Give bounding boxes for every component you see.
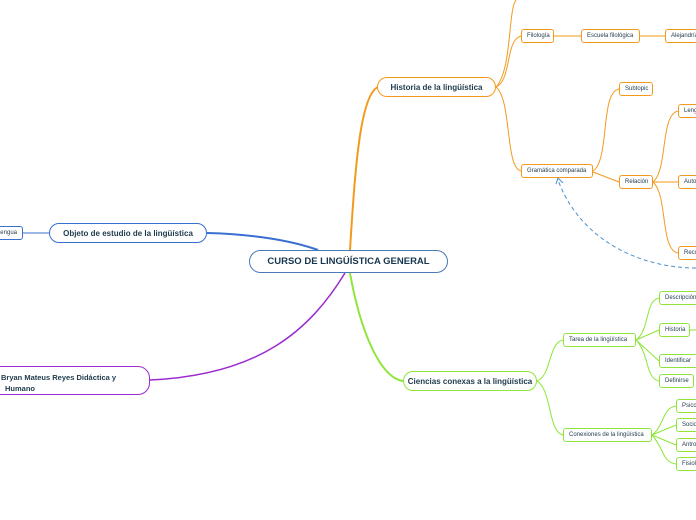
topic-escuela-filologica[interactable]: Escuela filológica (581, 29, 640, 43)
topic-relacion[interactable]: Relación (619, 175, 653, 189)
topic-subtopic[interactable]: Subtopic (619, 82, 653, 96)
topic-author[interactable]: Bryan Mateus Reyes Didáctica y Humano (0, 366, 150, 395)
topic-lengua-historia[interactable]: Lengua (678, 104, 696, 118)
topic-objeto-estudio[interactable]: Objeto de estudio de la lingüística (49, 223, 207, 243)
topic-antropologia[interactable]: Antropología (676, 438, 696, 452)
author-line-2: Humano (5, 384, 35, 393)
topic-descripcion[interactable]: Descripción (659, 291, 696, 305)
topic-lengua-objeto[interactable]: Lengua (0, 226, 23, 240)
topic-sociologia[interactable]: Sociología (676, 418, 696, 432)
topic-fisiologia[interactable]: Fisiología (676, 457, 696, 471)
topic-conexiones-linguistica[interactable]: Conexiones de la lingüística (563, 428, 652, 442)
topic-reconstruccion[interactable]: Reconstrucción (678, 246, 696, 260)
topic-gramatica-comparada[interactable]: Gramática comparada (521, 164, 593, 178)
topic-psicologia[interactable]: Psicología (676, 399, 696, 413)
topic-alejandria[interactable]: Alejandría (665, 29, 696, 43)
topic-autores[interactable]: Autores (678, 175, 696, 189)
topic-filologia[interactable]: Filología (521, 29, 554, 43)
topic-tarea-linguistica[interactable]: Tarea de la lingüística (563, 333, 636, 347)
topic-historia[interactable]: Historia de la lingüística (377, 77, 496, 97)
topic-definirse[interactable]: Definirse (659, 374, 694, 388)
author-line-1: Bryan Mateus Reyes Didáctica y (1, 373, 117, 382)
topic-historia-ciencias[interactable]: Historia (659, 323, 690, 337)
central-topic[interactable]: CURSO DE LINGÜÍSTICA GENERAL (249, 250, 448, 273)
topic-identificar[interactable]: Identificar (659, 354, 696, 368)
topic-ciencias-conexas[interactable]: Ciencias conexas a la lingüística (403, 371, 537, 391)
